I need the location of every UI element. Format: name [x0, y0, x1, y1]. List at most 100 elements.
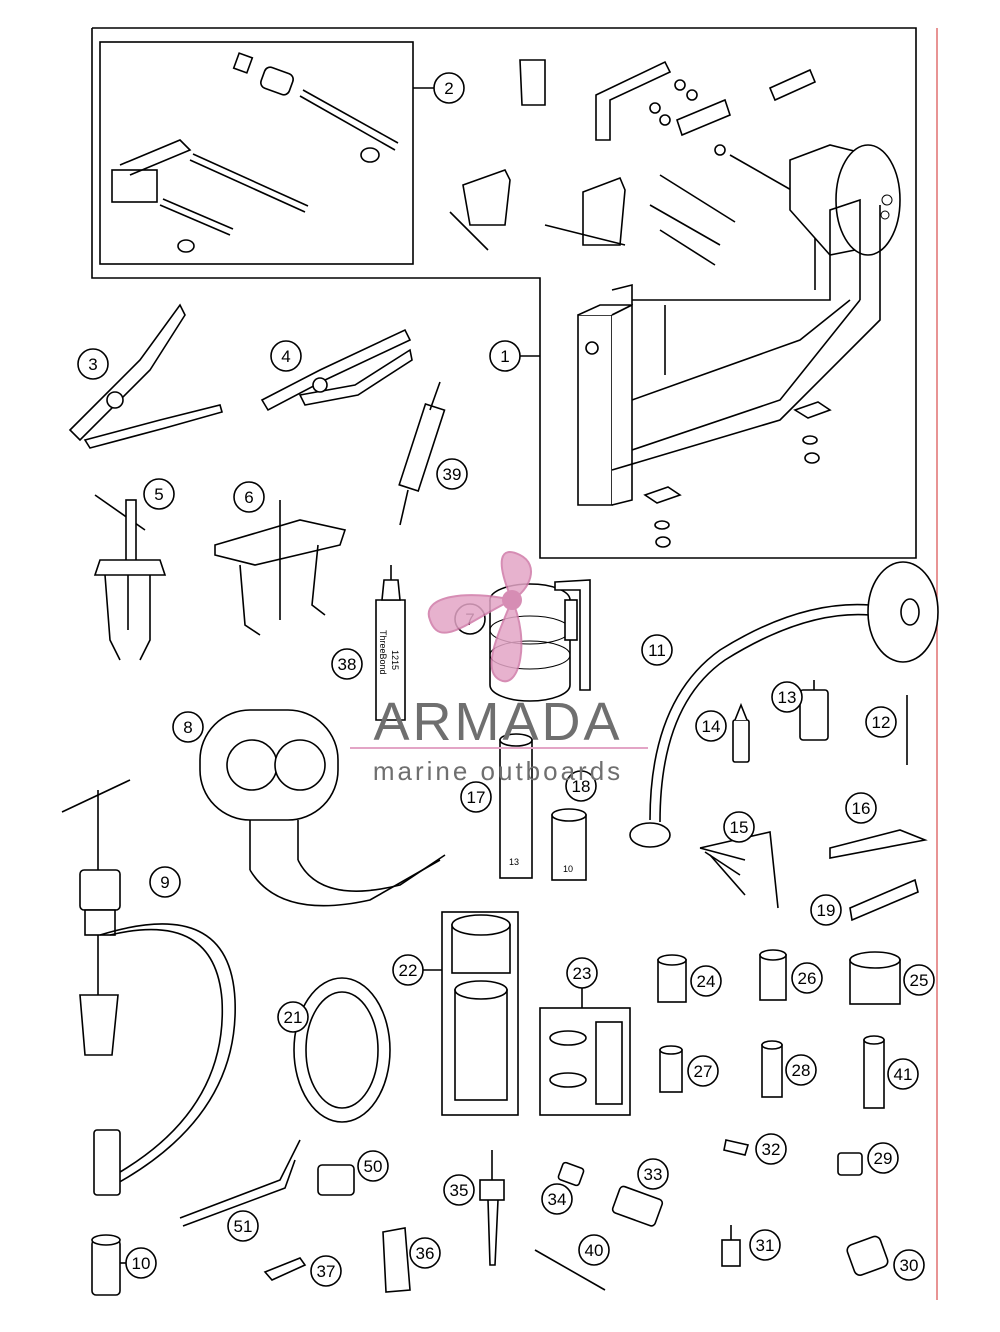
grease-syringe [398, 381, 446, 526]
callout-23: 23 [566, 957, 598, 1008]
callout-51: 51 [227, 1210, 259, 1242]
svg-text:37: 37 [317, 1262, 336, 1281]
engine-stand-group [91, 27, 917, 559]
callout-4: 4 [270, 340, 302, 372]
drivers [657, 949, 901, 1276]
callout-36: 36 [409, 1237, 441, 1269]
callout-31: 31 [749, 1229, 781, 1261]
holder-ring [293, 977, 391, 1123]
svg-text:50: 50 [364, 1157, 383, 1176]
socket-18-size: 10 [563, 864, 573, 874]
svg-text:9: 9 [160, 873, 169, 892]
callout-5: 5 [143, 478, 175, 510]
callout-12: 12 [865, 706, 897, 738]
dual-vacuum-gauge [199, 709, 446, 907]
threebond-tube: ThreeBond 1215 [375, 565, 406, 721]
callout-2: 2 [413, 72, 465, 104]
svg-text:5: 5 [154, 485, 163, 504]
callout-13: 13 [771, 681, 803, 713]
svg-text:8: 8 [183, 718, 192, 737]
callout-16: 16 [845, 792, 877, 824]
svg-text:34: 34 [548, 1190, 567, 1209]
callout-18: 18 [565, 770, 597, 802]
stand-frame [577, 198, 881, 548]
degree-wheel [629, 561, 939, 848]
hose-clamp-pliers [68, 303, 223, 449]
callout-22: 22 [392, 954, 442, 986]
svg-text:16: 16 [852, 799, 871, 818]
svg-text:41: 41 [894, 1065, 913, 1084]
callout-50: 50 [357, 1150, 389, 1182]
socket-17-size: 13 [509, 857, 519, 867]
svg-text:12: 12 [872, 713, 891, 732]
callout-32: 32 [755, 1133, 787, 1165]
svg-text:22: 22 [399, 961, 418, 980]
svg-text:1: 1 [500, 347, 509, 366]
callout-19: 19 [810, 894, 842, 926]
callout-9: 9 [149, 866, 181, 898]
svg-text:6: 6 [244, 488, 253, 507]
callout-24: 24 [690, 965, 722, 997]
svg-text:10: 10 [132, 1254, 151, 1273]
callout-34: 34 [541, 1183, 573, 1215]
callout-8: 8 [172, 711, 204, 743]
svg-text:27: 27 [694, 1062, 713, 1081]
svg-text:14: 14 [702, 717, 721, 736]
svg-text:2: 2 [444, 79, 453, 98]
svg-text:23: 23 [573, 964, 592, 983]
armada-propeller-logo [427, 551, 532, 683]
svg-text:18: 18 [572, 777, 591, 796]
callout-10: 10 [120, 1247, 157, 1279]
svg-text:29: 29 [874, 1149, 893, 1168]
svg-text:26: 26 [798, 969, 817, 988]
callout-29: 29 [867, 1142, 899, 1174]
svg-text:38: 38 [338, 655, 357, 674]
watermark-subtitle: marine outboards [373, 756, 623, 786]
svg-text:36: 36 [416, 1244, 435, 1263]
svg-text:30: 30 [900, 1256, 919, 1275]
callout-26: 26 [791, 962, 823, 994]
svg-text:19: 19 [817, 901, 836, 920]
svg-text:13: 13 [778, 688, 797, 707]
svg-text:40: 40 [585, 1241, 604, 1260]
callout-39: 39 [436, 458, 468, 490]
svg-text:25: 25 [910, 971, 929, 990]
callout-37: 37 [310, 1255, 342, 1287]
callout-40: 40 [578, 1234, 610, 1266]
callout-14: 14 [695, 710, 727, 742]
callout-27: 27 [687, 1055, 719, 1087]
watermark: ARMADA marine outboards [350, 551, 648, 786]
three-jaw-puller [93, 494, 167, 661]
svg-text:51: 51 [234, 1217, 253, 1236]
tube-brand-label: ThreeBond [378, 630, 388, 675]
callout-25: 25 [903, 964, 935, 996]
svg-text:28: 28 [792, 1061, 811, 1080]
callout-21: 21 [277, 1001, 309, 1033]
two-jaw-puller [214, 500, 347, 636]
callouts: 1 2 3 4 5 6 7 8 9 10 11 12 13 14 15 16 1… [77, 72, 935, 1287]
svg-text:33: 33 [644, 1165, 663, 1184]
bushing-set-23 [539, 1007, 631, 1116]
tube-code-label: 1215 [390, 650, 400, 670]
svg-text:32: 32 [762, 1140, 781, 1159]
svg-text:35: 35 [450, 1181, 469, 1200]
callout-3: 3 [77, 348, 109, 380]
callout-38: 38 [331, 648, 363, 680]
callout-35: 35 [443, 1174, 475, 1206]
socket-17: 13 [499, 733, 533, 879]
socket-18: 10 [551, 808, 587, 881]
valve-spring-compressor [61, 779, 236, 1196]
callout-15: 15 [723, 811, 755, 843]
callout-33: 33 [637, 1158, 669, 1190]
svg-text:15: 15 [730, 818, 749, 837]
adapter-10 [91, 1234, 121, 1296]
callout-6: 6 [233, 481, 265, 513]
callout-41: 41 [887, 1058, 919, 1090]
callout-1: 1 [489, 340, 540, 372]
svg-text:4: 4 [281, 347, 290, 366]
callout-30: 30 [893, 1249, 925, 1281]
svg-text:21: 21 [284, 1008, 303, 1027]
svg-text:3: 3 [88, 355, 97, 374]
bushing-set-22 [441, 911, 519, 1116]
